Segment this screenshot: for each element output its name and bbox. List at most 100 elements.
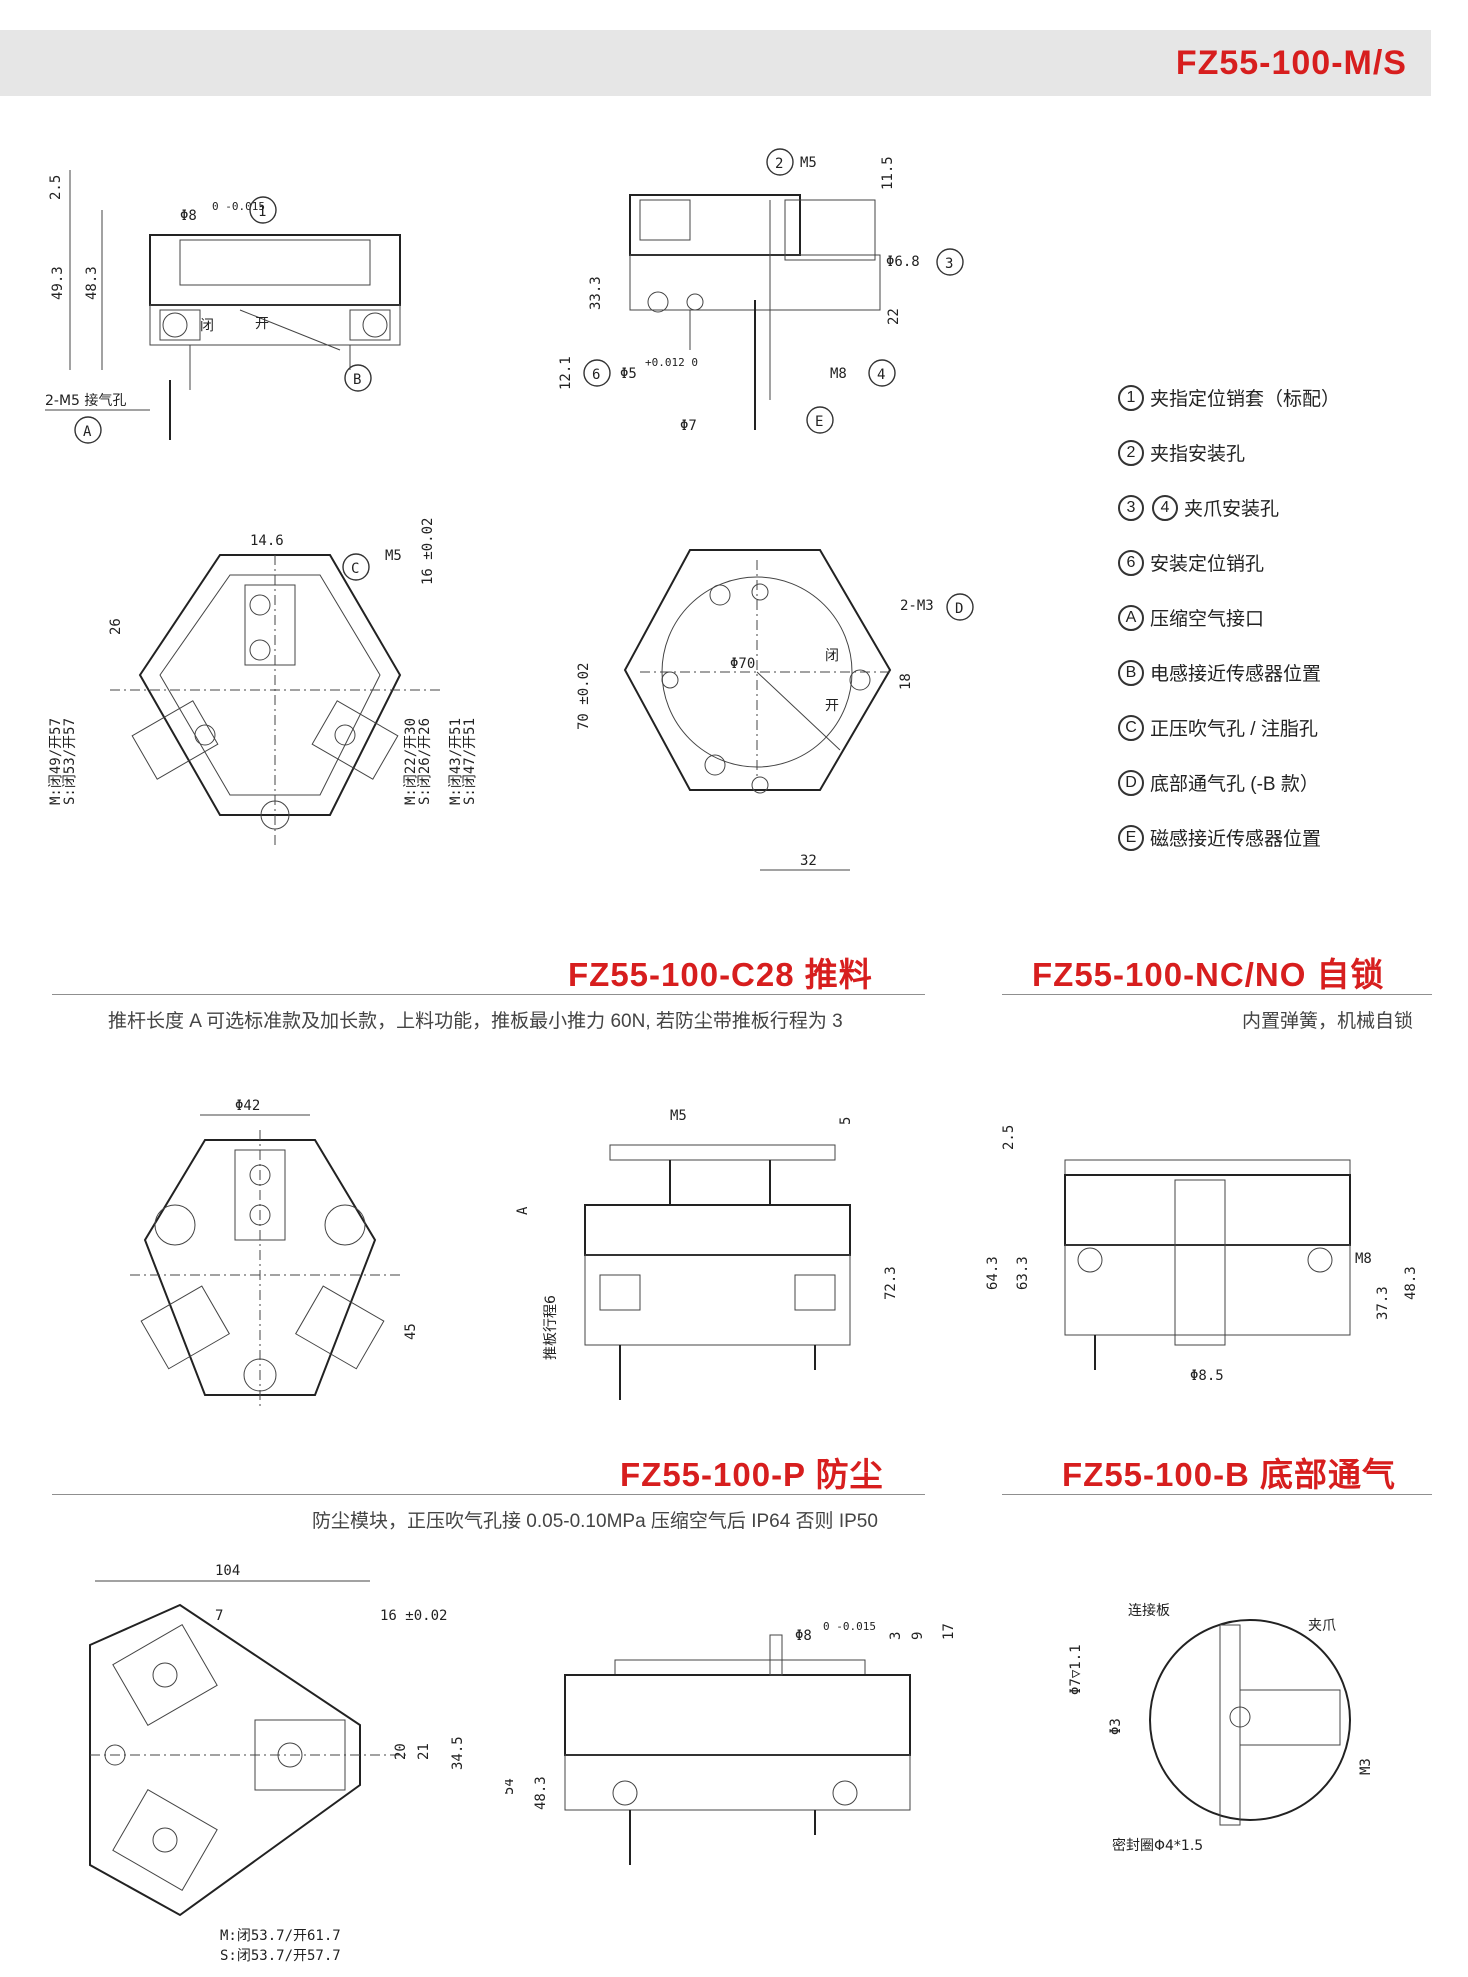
callout-6-text: 6 (592, 367, 600, 383)
legend-text: 正压吹气孔 / 注脂孔 (1150, 719, 1318, 740)
dim-21: 21 (416, 1743, 432, 1760)
m8-label: M8 (1355, 1251, 1372, 1267)
m5-label: M5 (670, 1108, 687, 1124)
m5-label: M5 (385, 548, 402, 564)
badge-icon: 4 (1152, 494, 1178, 521)
m3-label: 2-M3 (900, 598, 934, 614)
section-desc-p: 防尘模块，正压吹气孔接 0.05-0.10MPa 压缩空气后 IP64 否则 I… (312, 1511, 878, 1532)
legend-text: 夹爪安装孔 (1184, 499, 1280, 520)
dim-17: 17 (941, 1623, 957, 1640)
dim-3: 3 (888, 1632, 904, 1640)
callout-c-icon (342, 553, 370, 581)
top-view-drawing: 14.6 C M5 16 ±0.02 26 M:闭49/开57 S:闭53/开5… (40, 515, 540, 885)
callout-4-text: 4 (877, 367, 885, 383)
dim-33-3: 33.3 (588, 276, 604, 310)
legend-item: 6 安装定位销孔 (1118, 535, 1438, 590)
legend-item: 2 夹指安装孔 (1118, 425, 1438, 480)
dim-12-1: 12.1 (558, 356, 574, 390)
section-title-b: FZ55-100-B 底部通气 (1062, 1456, 1397, 1493)
dim-20: 20 (393, 1743, 409, 1760)
p-side-drawing: Φ8 0 -0.015 3 9 17 54 48.3 (505, 1615, 975, 1885)
dim-7: 7 (215, 1608, 223, 1624)
phi7-label: Φ7 (680, 418, 697, 434)
callout-e-text: E (815, 414, 823, 430)
stroke-label: 推板行程6 (543, 1295, 559, 1360)
dim-11-5: 11.5 (880, 156, 896, 190)
section-desc-c28: 推杆长度 A 可选标准款及加长款，上料功能，推板最小推力 60N, 若防尘带推板… (108, 1011, 843, 1032)
m5-label: M5 (800, 155, 817, 171)
badge-icon: 3 (1118, 494, 1144, 521)
m3-label: M3 (1358, 1758, 1374, 1775)
p-note-m: M:闭53.7/开61.7 (220, 1928, 341, 1944)
legend-item: D 底部通气孔 (-B 款） (1118, 755, 1438, 810)
dim-49-3: 49.3 (50, 266, 66, 300)
callout-c-text: C (351, 561, 359, 577)
badge-icon: A (1118, 604, 1144, 631)
close-open-note-right-s: S:闭47/开51 (462, 718, 478, 805)
dim-26: 26 (108, 618, 124, 635)
dim-16: 16 ±0.02 (380, 1608, 447, 1624)
callout-2-text: 2 (775, 156, 783, 172)
callout-a-text: A (83, 424, 92, 440)
section-divider (52, 1494, 925, 1495)
section-divider (52, 994, 925, 995)
badge-icon: B (1118, 659, 1144, 686)
dim-64-3: 64.3 (985, 1256, 1001, 1290)
callout-e-icon (806, 406, 834, 434)
section-title-c28: FZ55-100-C28 推料 (568, 956, 873, 993)
badge-icon: 2 (1118, 439, 1144, 466)
callout-b-text: B (353, 372, 361, 388)
dim-2-5: 2.5 (48, 175, 64, 200)
close-open-note-right-m: M:闭43/开51 (448, 718, 464, 805)
badge-icon: 6 (1118, 549, 1144, 576)
section-desc-nc: 内置弹簧，机械自锁 (1242, 1011, 1414, 1032)
phi8-label: Φ8 (795, 1628, 812, 1644)
phi5-label: Φ5 (620, 366, 637, 382)
page-title: FZ55-100-M/S (1175, 43, 1407, 82)
dim-a: A (515, 1206, 531, 1215)
close-open-note-mid-s: S:闭26/开26 (417, 718, 433, 805)
legend-list: 1 夹指定位销套（标配） 2 夹指安装孔 3 4 夹爪安装孔 6 安装定位销孔 … (1118, 370, 1438, 865)
seal-label: 密封圈Φ4*1.5 (1112, 1837, 1203, 1854)
dim-22: 22 (886, 308, 902, 325)
dim-72-3: 72.3 (883, 1266, 899, 1300)
p-top-drawing: 104 7 16 ±0.02 20 21 34.5 M:闭53.7/开61.7 … (70, 1555, 500, 1965)
dim-32: 32 (800, 853, 817, 869)
callout-1-icon (249, 196, 277, 224)
header-bar: FZ55-100-M/S (0, 30, 1431, 96)
legend-text: 夹指定位销套（标配） (1150, 389, 1341, 410)
close-open-note-left-s: S:闭53/开57 (62, 718, 78, 805)
phi42-label: Φ42 (235, 1098, 260, 1114)
badge-icon: E (1118, 824, 1144, 851)
dim-14-6: 14.6 (250, 533, 284, 549)
dim-70: 70 ±0.02 (576, 663, 592, 730)
front-view-drawing: 2.5 49.3 48.3 闭 开 Φ8 0 -0.015 1 2-M5 接气孔… (40, 140, 470, 480)
section-title-p: FZ55-100-P 防尘 (620, 1456, 884, 1493)
dim-5: 5 (838, 1117, 854, 1125)
callout-d-icon (946, 593, 974, 621)
legend-text: 夹指安装孔 (1150, 444, 1246, 465)
callout-6-icon (583, 359, 611, 387)
dim-54: 54 (505, 1778, 517, 1795)
dim-48-3: 48.3 (84, 266, 100, 300)
dim-63-3: 63.3 (1015, 1256, 1031, 1290)
jaw-label: 夹爪 (1308, 1618, 1336, 1634)
callout-b-icon (344, 364, 372, 392)
dim-104: 104 (215, 1563, 240, 1579)
dim-48-3: 48.3 (533, 1776, 549, 1810)
legend-item: C 正压吹气孔 / 注脂孔 (1118, 700, 1438, 755)
dim-9: 9 (910, 1632, 926, 1640)
legend-text: 安装定位销孔 (1150, 554, 1265, 575)
nc-side-drawing: 2.5 64.3 63.3 M8 37.3 48.3 Φ8.5 (975, 1110, 1435, 1410)
callout-4-icon (868, 359, 896, 387)
close-open-note-mid-m: M:闭22/开30 (403, 718, 419, 805)
m8-label: M8 (830, 366, 847, 382)
badge-icon: D (1118, 769, 1144, 796)
legend-item: B 电感接近传感器位置 (1118, 645, 1438, 700)
callout-1-text: 1 (258, 204, 266, 220)
callout-a-icon (74, 416, 102, 444)
dim-34-5: 34.5 (450, 1736, 466, 1770)
dim-37-3: 37.3 (1375, 1286, 1391, 1320)
phi7-depth: Φ7▽1.1 (1068, 1644, 1084, 1695)
section-title-nc: FZ55-100-NC/NO 自锁 (1032, 956, 1385, 993)
